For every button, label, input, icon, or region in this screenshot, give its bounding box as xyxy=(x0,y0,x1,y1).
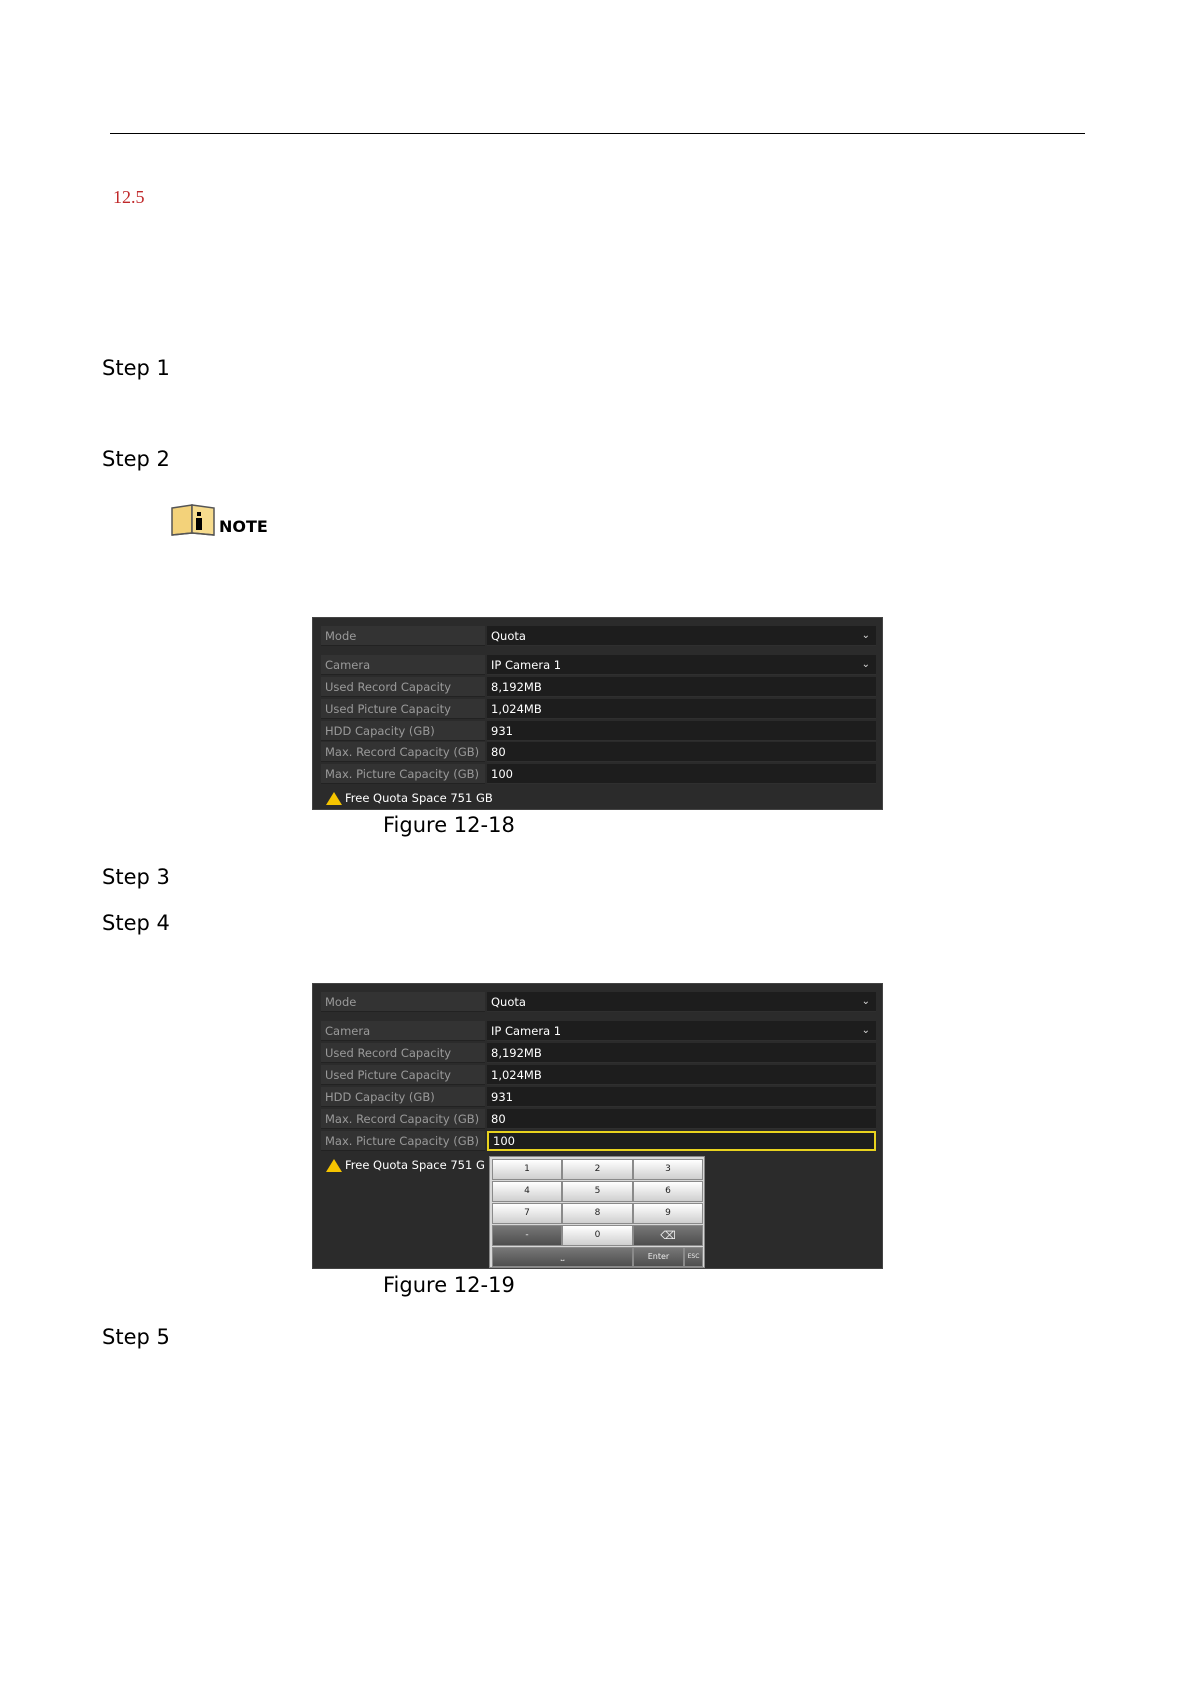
key-6[interactable]: 6 xyxy=(633,1181,703,1202)
used-record-value: 8,192MB xyxy=(487,1043,876,1063)
used-record-row: Used Record Capacity 8,192MB xyxy=(321,677,876,697)
chevron-down-icon: ⌄ xyxy=(861,996,870,1007)
used-picture-label: Used Picture Capacity xyxy=(321,1065,485,1085)
free-quota-warning: Free Quota Space 751 GB xyxy=(325,789,493,807)
camera-value: IP Camera 1 xyxy=(491,1024,562,1038)
camera-label: Camera xyxy=(321,655,485,675)
max-picture-label: Max. Picture Capacity (GB) xyxy=(321,1131,485,1151)
used-record-label: Used Record Capacity xyxy=(321,677,485,697)
max-record-input[interactable]: 80 xyxy=(487,1109,876,1129)
enter-key[interactable]: Enter xyxy=(633,1247,684,1267)
numeric-keypad: 1 2 3 4 5 6 7 8 9 - 0 ⌫ ⎵ Enter ESC xyxy=(489,1156,705,1268)
key-1[interactable]: 1 xyxy=(492,1159,562,1180)
figure-caption-1: Figure 12-18 xyxy=(383,813,515,837)
camera-value: IP Camera 1 xyxy=(491,658,562,672)
used-record-row: Used Record Capacity 8,192MB xyxy=(321,1043,876,1063)
mode-value: Quota xyxy=(491,629,526,643)
used-picture-row: Used Picture Capacity 1,024MB xyxy=(321,1065,876,1085)
step-3: Step 3 xyxy=(102,865,170,889)
key-9[interactable]: 9 xyxy=(633,1203,703,1224)
backspace-key[interactable]: ⌫ xyxy=(633,1225,703,1246)
used-record-value: 8,192MB xyxy=(487,677,876,697)
note-label: NOTE xyxy=(219,517,268,536)
used-picture-row: Used Picture Capacity 1,024MB xyxy=(321,699,876,719)
section-number: 12.5 xyxy=(113,187,145,207)
warning-icon xyxy=(326,792,342,805)
header-rule xyxy=(110,133,1085,134)
quota-settings-panel-1: Mode Quota ⌄ Camera IP Camera 1 ⌄ Used Rec… xyxy=(312,617,883,810)
figure-caption-2: Figure 12-19 xyxy=(383,1273,515,1297)
warning-icon xyxy=(326,1159,342,1172)
max-record-label: Max. Record Capacity (GB) xyxy=(321,1109,485,1129)
max-record-row: Max. Record Capacity (GB) 80 xyxy=(321,742,876,762)
max-picture-row: Max. Picture Capacity (GB) 100 xyxy=(321,764,876,784)
mode-label: Mode xyxy=(321,992,485,1012)
key-0[interactable]: 0 xyxy=(562,1225,633,1246)
key-8[interactable]: 8 xyxy=(562,1203,633,1224)
note-book-icon xyxy=(171,504,215,536)
key-4[interactable]: 4 xyxy=(492,1181,562,1202)
camera-dropdown[interactable]: IP Camera 1 ⌄ xyxy=(487,655,876,675)
mode-dropdown[interactable]: Quota ⌄ xyxy=(487,626,876,646)
camera-dropdown[interactable]: IP Camera 1 ⌄ xyxy=(487,1021,876,1041)
step-2: Step 2 xyxy=(102,447,170,471)
used-picture-label: Used Picture Capacity xyxy=(321,699,485,719)
mode-row: Mode Quota ⌄ xyxy=(321,992,876,1012)
key-7[interactable]: 7 xyxy=(492,1203,562,1224)
used-record-label: Used Record Capacity xyxy=(321,1043,485,1063)
mode-dropdown[interactable]: Quota ⌄ xyxy=(487,992,876,1012)
key-3[interactable]: 3 xyxy=(633,1159,703,1180)
hdd-capacity-row: HDD Capacity (GB) 931 xyxy=(321,1087,876,1107)
used-picture-value: 1,024MB xyxy=(487,1065,876,1085)
free-quota-text: Free Quota Space 751 GB xyxy=(345,791,493,805)
used-picture-value: 1,024MB xyxy=(487,699,876,719)
camera-row: Camera IP Camera 1 ⌄ xyxy=(321,655,876,675)
space-key[interactable]: ⎵ xyxy=(492,1247,633,1267)
camera-row: Camera IP Camera 1 ⌄ xyxy=(321,1021,876,1041)
max-record-row: Max. Record Capacity (GB) 80 xyxy=(321,1109,876,1129)
step-4: Step 4 xyxy=(102,911,170,935)
note-callout: NOTE xyxy=(170,502,270,536)
max-picture-input-focused[interactable]: 100 xyxy=(487,1131,876,1151)
max-picture-label: Max. Picture Capacity (GB) xyxy=(321,764,485,784)
mode-label: Mode xyxy=(321,626,485,646)
hdd-capacity-label: HDD Capacity (GB) xyxy=(321,1087,485,1107)
step-1: Step 1 xyxy=(102,356,170,380)
key-5[interactable]: 5 xyxy=(562,1181,633,1202)
key-2[interactable]: 2 xyxy=(562,1159,633,1180)
free-quota-warning: Free Quota Space 751 G xyxy=(325,1156,485,1174)
esc-key[interactable]: ESC xyxy=(684,1247,703,1267)
max-record-label: Max. Record Capacity (GB) xyxy=(321,742,485,762)
chevron-down-icon: ⌄ xyxy=(861,659,870,670)
camera-label: Camera xyxy=(321,1021,485,1041)
hdd-capacity-label: HDD Capacity (GB) xyxy=(321,721,485,741)
max-picture-row: Max. Picture Capacity (GB) 100 xyxy=(321,1131,876,1151)
hdd-capacity-value: 931 xyxy=(487,1087,876,1107)
quota-settings-panel-2: Mode Quota ⌄ Camera IP Camera 1 ⌄ Used Rec… xyxy=(312,983,883,1269)
key-minus[interactable]: - xyxy=(492,1225,562,1246)
mode-row: Mode Quota ⌄ xyxy=(321,626,876,646)
free-quota-text: Free Quota Space 751 G xyxy=(345,1158,485,1172)
step-5: Step 5 xyxy=(102,1325,170,1349)
max-picture-input[interactable]: 100 xyxy=(487,764,876,784)
chevron-down-icon: ⌄ xyxy=(861,630,870,641)
chevron-down-icon: ⌄ xyxy=(861,1025,870,1036)
hdd-capacity-row: HDD Capacity (GB) 931 xyxy=(321,721,876,741)
mode-value: Quota xyxy=(491,995,526,1009)
max-record-input[interactable]: 80 xyxy=(487,742,876,762)
hdd-capacity-value: 931 xyxy=(487,721,876,741)
